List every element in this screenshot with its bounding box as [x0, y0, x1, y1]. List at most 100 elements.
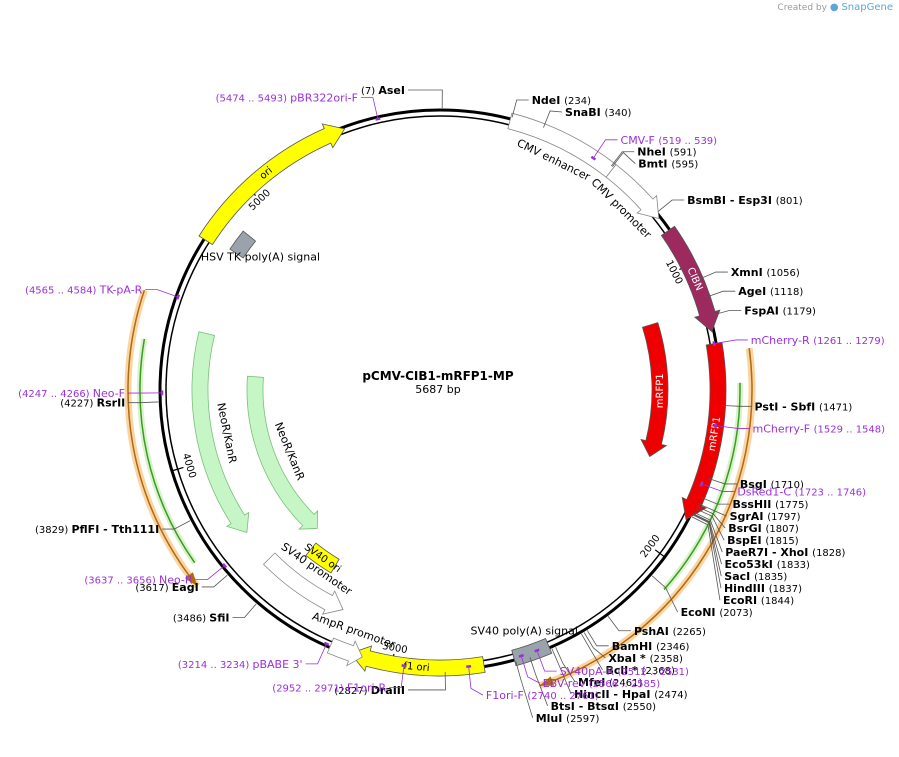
- plasmid-name: pCMV-CIB1-mRFP1-MP: [362, 369, 513, 383]
- feature-neor-kanr-11: [246, 375, 319, 530]
- primer-mark-sv40pa-r: [534, 648, 540, 653]
- primer-leader-ebv-rev: [520, 655, 540, 684]
- site-leader-bsshii: [700, 496, 730, 505]
- site-leader-hincii-hpai: [551, 648, 572, 694]
- primer-name-neo-f: Neo-F: [93, 387, 125, 400]
- site-label-bamhi: BamHI (2346): [612, 640, 690, 653]
- feature-hsv-tk-poly-a-signal-12: [229, 230, 257, 259]
- primer-leader-f1ori-f: [468, 666, 484, 696]
- site-leader-agei: [706, 290, 736, 298]
- site-name-psti-sbfi: PstI - SbfI: [755, 400, 820, 413]
- primer-leader-pbr322ori-f: [360, 97, 379, 120]
- feature-label-sv40-poly-a-signal-5: SV40 poly(A) signal: [471, 625, 578, 638]
- primer-pos-sv40pa-r: (2512 .. 2531): [618, 667, 690, 678]
- snapgene-credit: Created by ● SnapGene: [777, 2, 893, 13]
- site-label-snabi: SnaBI (340): [565, 106, 631, 119]
- site-pos-snabi: (340): [605, 108, 632, 119]
- primer-mark-dsred1-c: [699, 481, 704, 487]
- credit-brand: SnapGene: [841, 2, 893, 13]
- site-name-mlui: MluI: [536, 712, 566, 725]
- site-leader-bamhi: [586, 630, 609, 647]
- site-label-bspei: BspEI (1815): [727, 534, 799, 547]
- site-label-btsi-bts-i: BtsI - BtsαI (2550): [551, 700, 657, 713]
- site-leader-xbai: [583, 632, 606, 659]
- plasmid-size: 5687 bp: [415, 383, 460, 396]
- site-label-ndei: NdeI (234): [532, 94, 591, 107]
- primer-name-f1ori-r: F1ori-R: [347, 681, 387, 694]
- site-name-bspei: BspEI: [727, 534, 765, 547]
- feature-mrfp1-3: [681, 341, 727, 521]
- site-label-xbai: XbaI * (2358): [608, 652, 683, 665]
- primer-pos-f1ori-f: (2740 .. 2761): [527, 691, 599, 702]
- site-pos-econi: (2073): [719, 608, 752, 619]
- primer-leader-sv40pa-r: [536, 650, 557, 672]
- site-label-sfii: (3486) SfiI: [173, 612, 230, 625]
- site-leader-paer7i-xhoi: [693, 512, 723, 553]
- primer-pos-pbabe-3: (3214 .. 3234): [178, 660, 253, 671]
- site-pos-sfii: (3486): [173, 614, 209, 625]
- feature-ampr-promoter-7: [326, 637, 363, 667]
- site-pos-psti-sbfi: (1471): [819, 402, 852, 413]
- site-name-asei: AseI: [378, 84, 405, 97]
- site-pos-pflfi-tth111i: (3829): [35, 525, 71, 536]
- site-name-sfii: SfiI: [209, 612, 229, 625]
- primer-pos-tk-pa-r: (4565 .. 4584): [25, 286, 100, 297]
- site-label-bsrgi: BsrGI (1807): [728, 522, 799, 535]
- primer-mark-mcherry-f: [714, 423, 718, 429]
- primer-name-pbabe-3: pBABE 3': [252, 658, 302, 671]
- site-name-ecori: EcoRI: [723, 594, 761, 607]
- primer-name-f1ori-f: F1ori-F: [486, 689, 527, 702]
- site-label-ecori: EcoRI (1844): [723, 594, 794, 607]
- site-label-hincii-hpai: HincII - HpaI (2474): [574, 688, 688, 701]
- site-leader-hindiii: [692, 514, 722, 589]
- site-name-bsmbi-esp3i: BsmBI - Esp3I: [687, 194, 776, 207]
- feature-ori-13: [198, 123, 346, 246]
- primer-mark-ebv-rev: [518, 653, 524, 658]
- site-label-bmti: BmtI (595): [638, 158, 698, 171]
- green-arc-0: [663, 382, 741, 590]
- site-pos-mlui: (2597): [566, 714, 599, 725]
- tick-mark-2000: [654, 549, 666, 558]
- site-leader-bspei: [695, 508, 725, 541]
- feature-sv40-ori-9: [305, 542, 340, 574]
- site-leader-nhei: [611, 151, 635, 167]
- primer-name-mcherry-f: mCherry-F: [753, 422, 814, 435]
- site-label-rsrii: (4227) RsrII: [60, 397, 125, 410]
- tick-label-4000: 4000: [180, 452, 198, 480]
- primer-label-cmv-f: CMV-F (519 .. 539): [621, 134, 718, 147]
- primer-pos-pbr322ori-f: (5474 .. 5493): [216, 94, 291, 105]
- feature-label-hsv-tk-poly-a-signal-12: HSV TK poly(A) signal: [201, 251, 320, 264]
- site-pos-ecori: (1844): [761, 596, 794, 607]
- primer-leader-neo-r: [195, 565, 225, 581]
- site-leader-sgrai: [697, 503, 727, 517]
- site-label-bsshii: BssHII (1775): [732, 498, 808, 511]
- site-label-paer7i-xhoi: PaeR7I - XhoI (1828): [725, 546, 845, 559]
- site-label-saci: SacI (1835): [724, 570, 787, 583]
- primer-name-dsred1-c: DsRed1-C: [737, 485, 794, 498]
- site-leader-mfei: [555, 647, 576, 683]
- site-leader-econi: [651, 575, 678, 613]
- orange-arc-0: [539, 348, 753, 687]
- primer-pos-mcherry-f: (1529 .. 1548): [814, 424, 886, 435]
- site-name-xbai: XbaI *: [608, 652, 649, 665]
- site-leader-draiii: [408, 671, 446, 691]
- site-leader-eco53ki: [693, 513, 722, 565]
- primer-name-ebv-rev: EBV-rev: [543, 677, 589, 690]
- site-pos-bamhi: (2346): [656, 642, 689, 653]
- primer-label-sv40pa-r: SV40pA-R (2512 .. 2531): [560, 665, 689, 678]
- primer-pos-neo-r: (3637 .. 3656): [84, 576, 159, 587]
- primer-leader-mcherry-f: [715, 425, 750, 429]
- primer-name-tk-pa-r: TK-pA-R: [99, 284, 143, 297]
- orange-arc-head-0: [539, 676, 555, 686]
- site-label-econi: EcoNI (2073): [681, 606, 753, 619]
- site-leader-snabi: [543, 110, 563, 128]
- site-leader-pshai: [607, 616, 631, 632]
- site-pos-bmti: (595): [671, 160, 698, 171]
- primer-label-ebv-rev: EBV-rev (2566 .. 2585): [543, 677, 661, 690]
- site-label-mfei: MfeI (2461): [578, 676, 642, 689]
- site-pos-bsmbi-esp3i: (801): [776, 196, 803, 207]
- site-leader-bmti: [611, 151, 636, 168]
- primer-pos-f1ori-r: (2952 .. 2971): [272, 683, 347, 694]
- primer-label-pbr322ori-f: (5474 .. 5493) pBR322ori-F: [216, 92, 358, 105]
